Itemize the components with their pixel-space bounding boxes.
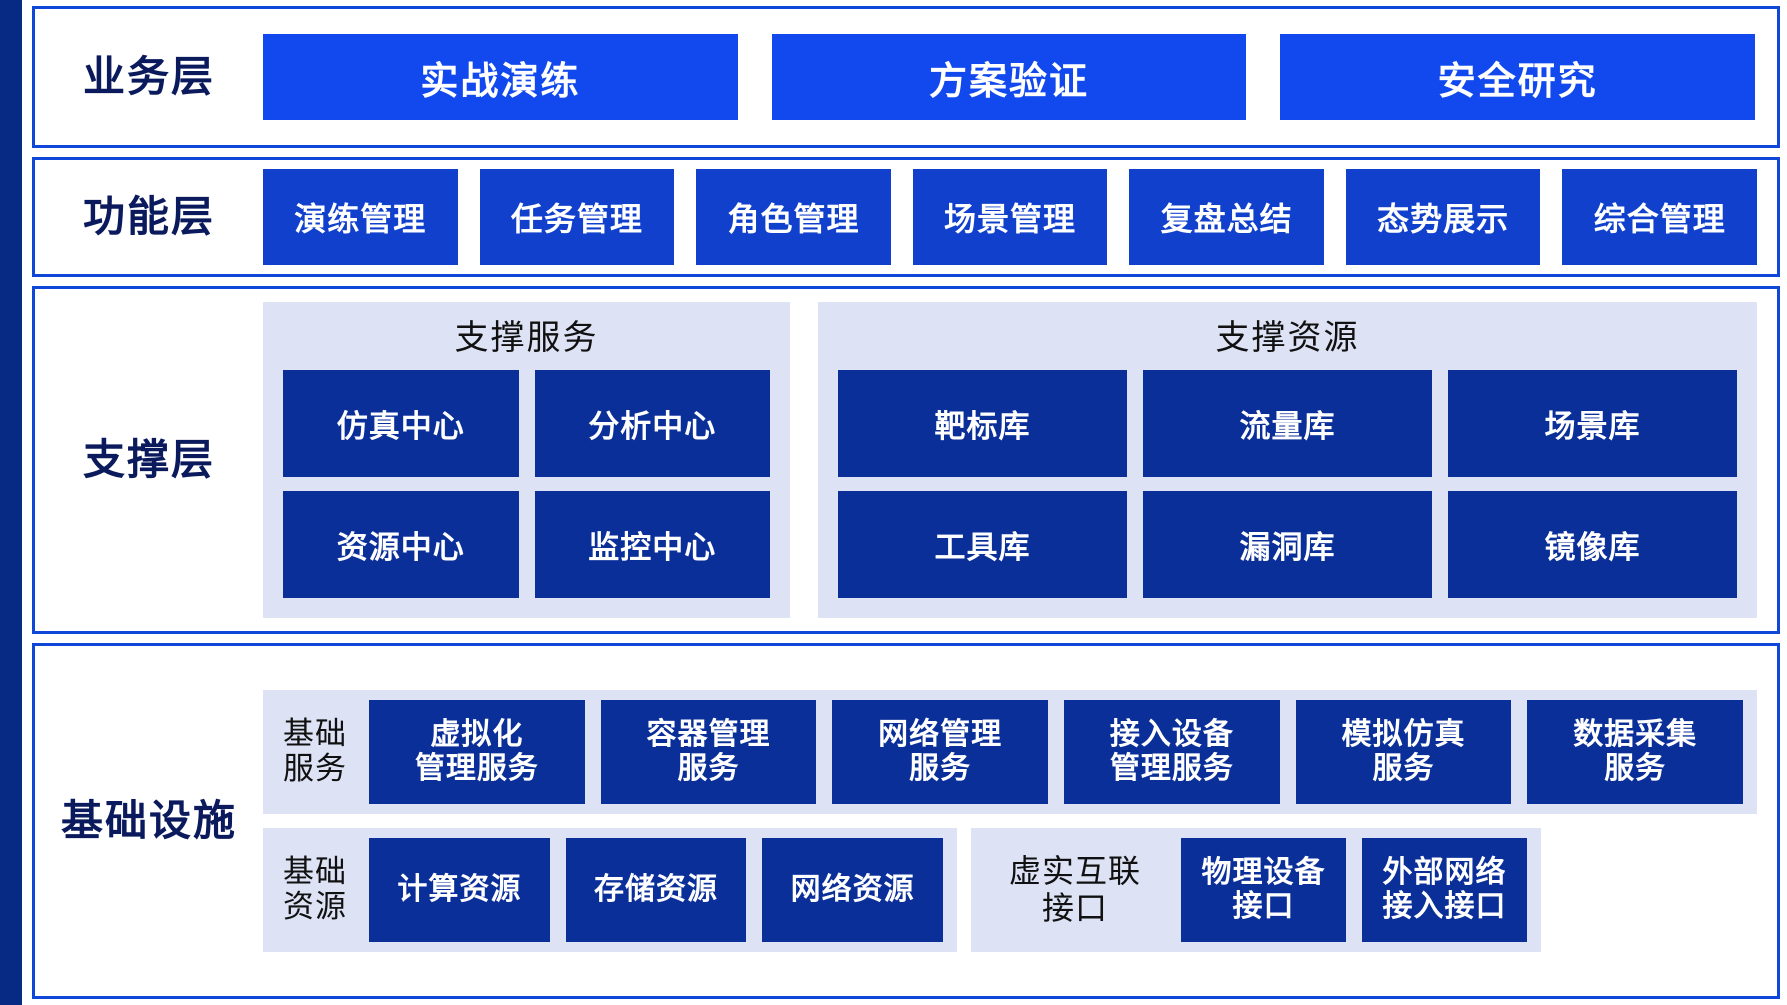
infra-box-xuniihua-guanli-fuwu[interactable]: 虚拟化 管理服务: [369, 700, 585, 804]
layer-stack: 业务层 实战演练 方案验证 安全研究 功能层 演练管理 任务管理 角色管理 场景…: [32, 6, 1780, 999]
layer-support-body: 支撑服务 仿真中心 分析中心 资源中心 监控中心 支撑资源 靶标库 流量库: [263, 289, 1777, 631]
infrastructure-services-panel: 基础 服务 虚拟化 管理服务 容器管理 服务: [263, 690, 1757, 814]
infra-box-xuniihua-guanli-fuwu-line2: 管理服务: [414, 752, 539, 785]
infrastructure-services-side-label-line2: 服务: [283, 751, 347, 786]
support-box-fenxi-zhongxin[interactable]: 分析中心: [534, 370, 770, 478]
infra-box-shuju-caiji-fuwu-line1: 数据采集: [1573, 717, 1698, 751]
infrastructure-resources-side-label-line1: 基础: [283, 854, 347, 890]
support-services-grid: 仿真中心 分析中心 资源中心 监控中心: [283, 370, 770, 598]
layer-support-title: 支撑层: [82, 435, 215, 483]
infra-box-moni-fangzhen-fuwu[interactable]: 模拟仿真 服务: [1295, 700, 1512, 804]
function-box-yanlian-guanli[interactable]: 演练管理: [263, 169, 458, 265]
infra-box-cunchu-ziyuan-line1: 存储资源: [594, 872, 718, 906]
infra-box-wangluo-guanli-fuwu[interactable]: 网络管理 服务: [832, 700, 1049, 804]
infra-box-rongqi-guanli-fuwu-line1: 容器管理: [646, 717, 771, 751]
infra-box-rongqi-guanli-fuwu-line2: 服务: [677, 752, 740, 785]
layer-business: 业务层 实战演练 方案验证 安全研究: [32, 6, 1780, 148]
support-box-gongju-ku[interactable]: 工具库: [838, 491, 1127, 598]
function-box-fupan-zongjie[interactable]: 复盘总结: [1129, 169, 1324, 265]
layer-function-title: 功能层: [82, 192, 215, 240]
infra-box-jieru-shebei-guanli-fuwu-line1: 接入设备: [1109, 717, 1234, 751]
infra-box-waibu-wangluo-jieru-jiekou[interactable]: 外部网络 接入接口: [1362, 838, 1527, 942]
infra-box-wangluo-guanli-fuwu-line1: 网络管理: [878, 717, 1003, 751]
layer-infrastructure: 基础设施 基础 服务 虚拟化 管理服务: [32, 643, 1780, 999]
infra-box-waibu-wangluo-jieru-jiekou-line2: 接入接口: [1382, 890, 1507, 923]
infra-box-jieru-shebei-guanli-fuwu-line2: 管理服务: [1109, 752, 1234, 785]
infrastructure-interface-label-line1: 虚实互联: [1008, 853, 1141, 890]
infra-box-wangluo-guanli-fuwu-line2: 服务: [909, 752, 972, 785]
infrastructure-services-side-label: 基础 服务: [277, 700, 353, 804]
business-box-fangan-yanzheng[interactable]: 方案验证: [771, 34, 1247, 120]
layer-infrastructure-body: 基础 服务 虚拟化 管理服务 容器管理 服务: [263, 646, 1777, 996]
infra-box-jisuan-ziyuan-line1: 计算资源: [397, 872, 522, 906]
infra-box-rongqi-guanli-fuwu[interactable]: 容器管理 服务: [600, 700, 817, 804]
business-box-shizhan-yanlian[interactable]: 实战演练: [263, 34, 738, 120]
infrastructure-interface-label: 虚实互联 接口: [985, 838, 1165, 942]
layer-support: 支撑层 支撑服务 仿真中心 分析中心 资源中心 监控中心 支撑资源: [32, 286, 1780, 634]
function-box-juese-guanli[interactable]: 角色管理: [696, 169, 891, 265]
infra-box-cunchu-ziyuan[interactable]: 存储资源: [565, 838, 747, 942]
support-panel-services-title: 支撑服务: [454, 319, 599, 357]
function-box-row: 演练管理 任务管理 角色管理 场景管理 复盘总结 态势展示 综合管理: [263, 169, 1777, 265]
infra-box-jisuan-ziyuan[interactable]: 计算资源: [369, 838, 550, 942]
infra-box-wangluo-ziyuan[interactable]: 网络资源: [762, 838, 944, 942]
infrastructure-interface-panel: 虚实互联 接口 物理设备 接口 外部网络 接入接口: [971, 828, 1541, 952]
support-box-loudong-ku[interactable]: 漏洞库: [1143, 491, 1432, 598]
infrastructure-interface-label-line2: 接口: [1041, 890, 1108, 926]
support-box-changjing-ku[interactable]: 场景库: [1448, 370, 1737, 478]
layer-function: 功能层 演练管理 任务管理 角色管理 场景管理 复盘总结 态势展示 综合管理: [32, 157, 1780, 277]
infrastructure-resources-boxes: 计算资源 存储资源 网络资源: [369, 838, 944, 942]
infrastructure-services-side-label-line1: 基础: [283, 716, 347, 752]
infra-box-wuli-shebei-jiekou-line2: 接口: [1232, 890, 1295, 923]
function-box-changjing-guanli[interactable]: 场景管理: [912, 169, 1108, 265]
support-box-liuliang-ku[interactable]: 流量库: [1143, 370, 1432, 478]
infra-box-shuju-caiji-fuwu-line2: 服务: [1604, 752, 1667, 785]
layer-infrastructure-title: 基础设施: [60, 796, 237, 844]
support-box-fangzhen-zhongxin[interactable]: 仿真中心: [283, 370, 519, 478]
infrastructure-services-boxes: 虚拟化 管理服务 容器管理 服务 网络管理 服务: [369, 700, 1744, 804]
left-accent-stripe: [0, 0, 22, 1005]
support-panel-services: 支撑服务 仿真中心 分析中心 资源中心 监控中心: [263, 302, 790, 618]
support-resources-grid: 靶标库 流量库 场景库 工具库 漏洞库 镜像库: [838, 370, 1737, 598]
layer-business-title: 业务层: [82, 52, 215, 100]
infrastructure-resources-side-label: 基础 资源: [277, 838, 353, 942]
infrastructure-row-resources: 基础 资源 计算资源 存储资源 网络资源: [263, 828, 1757, 952]
function-box-renwu-guanli[interactable]: 任务管理: [479, 169, 675, 265]
support-panel-row: 支撑服务 仿真中心 分析中心 资源中心 监控中心 支撑资源 靶标库 流量库: [263, 289, 1777, 631]
infra-box-moni-fangzhen-fuwu-line2: 服务: [1372, 752, 1435, 785]
function-box-zonghe-guanli[interactable]: 综合管理: [1562, 169, 1758, 265]
infra-box-wuli-shebei-jiekou-line1: 物理设备: [1201, 855, 1326, 889]
infra-box-waibu-wangluo-jieru-jiekou-line1: 外部网络: [1382, 855, 1507, 889]
infrastructure-resources-panel: 基础 资源 计算资源 存储资源 网络资源: [263, 828, 957, 952]
infra-box-jieru-shebei-guanli-fuwu[interactable]: 接入设备 管理服务: [1064, 700, 1280, 804]
infrastructure-interface-boxes: 物理设备 接口 外部网络 接入接口: [1181, 838, 1527, 942]
function-box-taishi-zhanshi[interactable]: 态势展示: [1345, 169, 1541, 265]
layer-business-body: 实战演练 方案验证 安全研究: [263, 9, 1777, 145]
support-box-ziyuan-zhongxin[interactable]: 资源中心: [283, 491, 519, 598]
layer-function-body: 演练管理 任务管理 角色管理 场景管理 复盘总结 态势展示 综合管理: [263, 160, 1777, 274]
infrastructure-row-services: 基础 服务 虚拟化 管理服务 容器管理 服务: [263, 690, 1757, 814]
support-box-jingxiang-ku[interactable]: 镜像库: [1448, 491, 1737, 598]
business-box-row: 实战演练 方案验证 安全研究: [263, 34, 1777, 120]
infra-box-wuli-shebei-jiekou[interactable]: 物理设备 接口: [1181, 838, 1346, 942]
support-box-babiao-ku[interactable]: 靶标库: [838, 370, 1127, 478]
infra-box-xuniihua-guanli-fuwu-line1: 虚拟化: [430, 717, 524, 751]
support-box-jiankong-zhongxin[interactable]: 监控中心: [534, 491, 770, 598]
infra-box-wangluo-ziyuan-line1: 网络资源: [790, 872, 915, 906]
infra-box-shuju-caiji-fuwu[interactable]: 数据采集 服务: [1527, 700, 1744, 804]
business-box-anquan-yanjiu[interactable]: 安全研究: [1280, 34, 1756, 120]
infrastructure-resources-side-label-line2: 资源: [283, 889, 347, 924]
support-panel-resources: 支撑资源 靶标库 流量库 场景库 工具库 漏洞库 镜像库: [818, 302, 1757, 618]
infra-box-moni-fangzhen-fuwu-line1: 模拟仿真: [1341, 717, 1466, 751]
support-panel-resources-title: 支撑资源: [1215, 319, 1360, 357]
